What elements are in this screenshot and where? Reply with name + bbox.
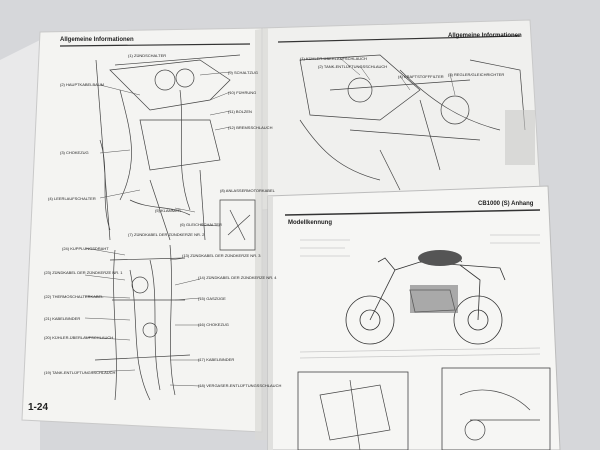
supplement-header: CB1000 (S) Anhang xyxy=(478,201,534,207)
callout-label: (18) VERGASER-ENTLÜFTUNGSSCHLAUCH xyxy=(198,383,282,388)
callout-label: (7) ZÜNDKABEL DER ZÜNDKERZE NR. 2 xyxy=(128,232,205,237)
callout-label: (13) ZÜNDKABEL DER ZÜNDKERZE NR. 3 xyxy=(182,253,261,258)
callout-label: (1) KÜHLER-ÜBERLAUFSCHLAUCH xyxy=(300,56,367,61)
callout-label: (16) CHOKEZUG xyxy=(198,322,229,327)
callout-label: (3) REGLER/GLEICHRICHTER xyxy=(448,72,505,77)
page-number: 1-24 xyxy=(28,402,49,413)
callout-label: (10) FÜHRUNG xyxy=(228,90,257,95)
right-page-header: Allgemeine Informationen xyxy=(448,33,522,39)
callout-label: (22) THERMOSCHALTERKABEL xyxy=(44,294,104,299)
callout-label: (12) BREMSSCHLAUCH xyxy=(228,125,273,130)
callout-label: (2) HAUPTKABELBAUM xyxy=(60,82,105,87)
callout-label: (8) ANLASSERMOTORKABEL xyxy=(220,188,275,193)
callout-label: (6) GLEICHSCHALTER xyxy=(180,222,222,227)
callout-label: (9) SCHALTZUG xyxy=(228,70,258,75)
callout-label: (19) TANK-ENTLÜFTUNGSSCHLAUCH xyxy=(44,370,116,375)
callout-label: (2) TANK-ENTLÜFTUNGSSCHLAUCH xyxy=(318,64,388,69)
callout-label: (24) KUPPLUNGSDRAHT xyxy=(62,246,109,251)
callout-label: (15) GASZÜGE xyxy=(198,296,226,301)
section-title: Modellkennung xyxy=(288,220,332,226)
callout-label: (14) ZÜNDKABEL DER ZÜNDKERZE NR. 4 xyxy=(198,275,277,280)
callout-label: (23) ZÜNDKABEL DER ZÜNDKERZE NR. 1 xyxy=(44,270,123,275)
callout-label: (4) LEERLAUFSCHALTER xyxy=(48,196,96,201)
callout-label: (1) ZÜNDSCHALTER xyxy=(128,53,167,58)
callout-label: (20) KÜHLER-ÜBERLAUFSCHLAUCH xyxy=(44,335,114,340)
callout-label: (21) KABELBINDER xyxy=(44,316,81,321)
callout-label: (17) KABELBINDER xyxy=(198,357,235,362)
callout-label: (11) BOLZEN xyxy=(228,109,252,114)
callout-label: (5) KLAMMER xyxy=(155,208,181,213)
callout-label: (3) CHOKEZUG xyxy=(60,150,89,155)
callout-label: (4) KRAFTSTOFFFILTER xyxy=(398,74,444,79)
left-page-header: Allgemeine Informationen xyxy=(60,37,134,43)
